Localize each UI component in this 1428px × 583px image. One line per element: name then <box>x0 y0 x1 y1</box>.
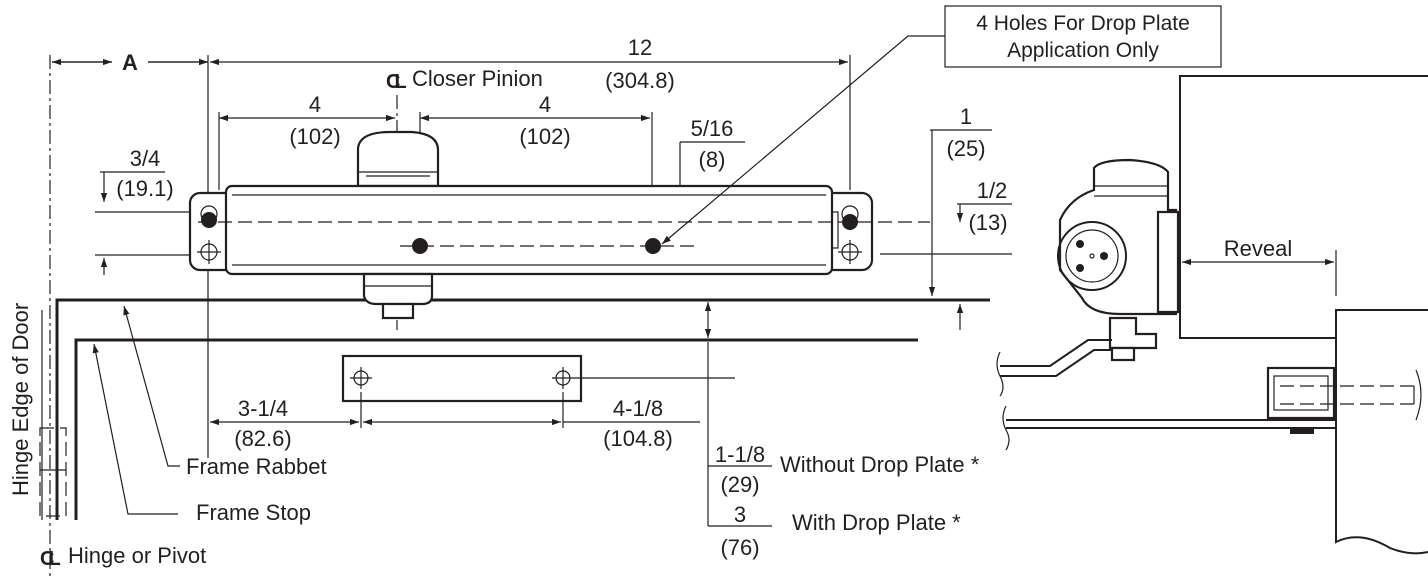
pinion-cl-symbol: CL <box>386 71 406 93</box>
dim-4-left-mm-label: (102) <box>289 124 340 149</box>
dim-5-16-label: 5/16 <box>691 116 734 141</box>
hinge-area <box>39 55 67 580</box>
hinge-or-pivot-label: Hinge or Pivot <box>68 543 206 568</box>
door-closer-body <box>188 130 930 320</box>
closer-housing <box>224 184 834 276</box>
dim-1-mm-label: (25) <box>946 136 985 161</box>
dim-4-right-label: 4 <box>539 92 551 117</box>
dim-3-4-mm-label: (19.1) <box>116 176 173 201</box>
side-view: Reveal <box>996 75 1428 555</box>
dim-3-mm-label: (76) <box>720 535 759 560</box>
dim-1-1-8-mm-label: (29) <box>720 472 759 497</box>
hinge-edge-of-door-label: Hinge Edge of Door <box>8 303 33 496</box>
dim-3-label: 3 <box>734 502 746 527</box>
dimension-3-4: 3/4 (19.1) <box>95 146 190 275</box>
frame-stop-label: Frame Stop <box>196 500 311 525</box>
dim-a-label: A <box>122 50 138 75</box>
closer-arm <box>1000 339 1112 377</box>
hole-left-top <box>201 212 217 228</box>
frame-rabbet-line <box>55 298 990 520</box>
closer-pinion-label: Closer Pinion <box>412 66 543 91</box>
dimension-drop-plate: 1-1/8 (29) Without Drop Plate * 3 (76) W… <box>704 302 980 560</box>
arm-shoe-plate <box>341 354 583 403</box>
arm-shoe <box>341 354 735 403</box>
frame-rabbet-label: Frame Rabbet <box>186 454 327 479</box>
pinion-bottom <box>362 272 434 306</box>
dim-5-16-mm-label: (8) <box>699 147 726 172</box>
hinge-knuckle <box>39 427 67 517</box>
with-drop-plate-label: With Drop Plate * <box>792 510 961 535</box>
frame-stop-line <box>74 338 918 520</box>
dimension-1: 1 (25) <box>872 104 992 301</box>
dimension-a: A <box>52 50 208 75</box>
drop-plate-hole-1 <box>412 238 428 254</box>
dim-12-label: 12 <box>628 35 652 60</box>
dimension-4-left: 4 (102) <box>218 92 395 190</box>
drop-plate-hole-2 <box>645 238 661 254</box>
closer-side-profile <box>1058 158 1178 316</box>
dim-3-1-4-label: 3-1/4 <box>238 396 288 421</box>
dimension-12: 12 (304.8) <box>210 35 848 93</box>
dim-4-1-8-label: 4-1/8 <box>613 396 663 421</box>
dim-3-4-label: 3/4 <box>130 146 161 171</box>
holes-note: 4 Holes For Drop Plate Application Only <box>661 5 1222 245</box>
holes-note-line1: 4 Holes For Drop Plate <box>976 12 1190 35</box>
pinion-cap <box>356 130 440 188</box>
frame-head <box>1335 310 1428 555</box>
dim-1-2-mm-label: (13) <box>968 210 1007 235</box>
without-drop-plate-label: Without Drop Plate * <box>780 452 980 477</box>
dim-1-label: 1 <box>960 104 972 129</box>
pinion-side-circle <box>1057 221 1127 291</box>
frame-labels: Frame Rabbet Frame Stop CL Hinge or Pivo… <box>8 303 327 570</box>
dim-1-2-label: 1/2 <box>977 178 1008 203</box>
dim-12-mm-label: (304.8) <box>605 68 675 93</box>
dim-1-1-8-label: 1-1/8 <box>715 442 765 467</box>
dimension-1-2: 1/2 (13) <box>880 178 1012 330</box>
hinge-cl-symbol: CL <box>40 548 60 570</box>
dim-4-right-mm-label: (102) <box>519 124 570 149</box>
dimension-4-1-8: 4-1/8 (104.8) <box>363 392 700 451</box>
dimension-3-1-4: 3-1/4 (82.6) <box>210 392 362 451</box>
reveal-label: Reveal <box>1224 236 1292 261</box>
closer-side-plate <box>1156 210 1180 314</box>
plate-holes <box>197 205 862 264</box>
dim-4-1-8-mm-label: (104.8) <box>603 426 673 451</box>
holes-note-line2: Application Only <box>1007 39 1159 62</box>
dim-4-left-label: 4 <box>309 92 321 117</box>
dim-3-1-4-mm-label: (82.6) <box>234 426 291 451</box>
door-panel <box>1179 75 1428 339</box>
